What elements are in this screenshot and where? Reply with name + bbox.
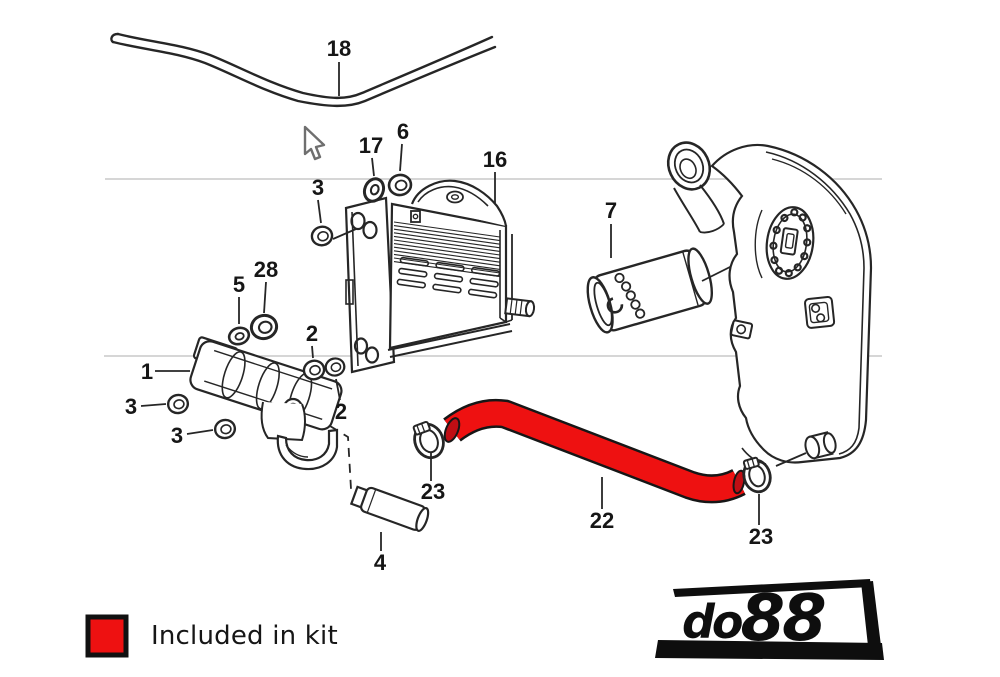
part-labels: 18 17 6 16 3 7 5 28 2 1 3 3 2 23 4 22 23 bbox=[125, 36, 773, 575]
oil-cooler bbox=[344, 179, 536, 374]
legend-swatch bbox=[85, 614, 129, 658]
part-label-2-lower: 2 bbox=[335, 399, 347, 424]
part-label-5: 5 bbox=[233, 272, 245, 297]
part-label-7: 7 bbox=[605, 198, 617, 223]
nut-3-top bbox=[308, 223, 336, 249]
part-label-3-top: 3 bbox=[312, 175, 324, 200]
leader-lines bbox=[140, 62, 760, 551]
clamp-right bbox=[742, 456, 772, 494]
part-label-17: 17 bbox=[359, 133, 383, 158]
nut-2-right bbox=[322, 355, 348, 379]
washer-5 bbox=[225, 324, 253, 348]
part-label-22: 22 bbox=[590, 508, 614, 533]
engine-cover bbox=[666, 141, 873, 467]
part-label-2-upper: 2 bbox=[306, 321, 318, 346]
filter-housing bbox=[189, 336, 343, 471]
legend-label: Included in kit bbox=[151, 621, 338, 651]
hose-22-highlighted bbox=[443, 398, 746, 504]
nut-3-lower bbox=[212, 416, 238, 442]
legend: Included in kit bbox=[83, 612, 338, 660]
logo-right-bar bbox=[861, 581, 882, 655]
part-label-4: 4 bbox=[374, 550, 387, 575]
part-label-18: 18 bbox=[327, 36, 351, 61]
part-label-23-left: 23 bbox=[421, 479, 445, 504]
hose-22-right-end bbox=[732, 469, 746, 495]
hose-22-body bbox=[444, 401, 745, 501]
part-label-6: 6 bbox=[397, 119, 409, 144]
dashed-leader bbox=[329, 425, 352, 490]
do88-logo: do88 bbox=[652, 570, 900, 672]
oil-filter bbox=[586, 247, 714, 334]
clamp-left bbox=[412, 420, 445, 460]
mouse-cursor-icon bbox=[303, 125, 326, 161]
legend-swatch-color bbox=[85, 614, 129, 658]
part-label-3-left: 3 bbox=[125, 394, 137, 419]
nut3-bracket-leader bbox=[332, 228, 357, 240]
part-label-1: 1 bbox=[141, 359, 153, 384]
logo-top-bar bbox=[673, 579, 871, 597]
nut-28 bbox=[247, 311, 281, 343]
part-label-3-lower: 3 bbox=[171, 423, 183, 448]
stud-4 bbox=[349, 485, 430, 532]
hose-22-left-end bbox=[443, 417, 461, 443]
pipe-18 bbox=[110, 32, 497, 108]
part-label-28: 28 bbox=[254, 257, 278, 282]
part-label-23-right: 23 bbox=[749, 524, 773, 549]
nut-3-left bbox=[165, 391, 191, 417]
nut-6 bbox=[386, 171, 414, 199]
part-label-16: 16 bbox=[483, 147, 507, 172]
logo-text: do88 bbox=[682, 582, 825, 656]
logo-bottom-bar bbox=[655, 640, 884, 660]
